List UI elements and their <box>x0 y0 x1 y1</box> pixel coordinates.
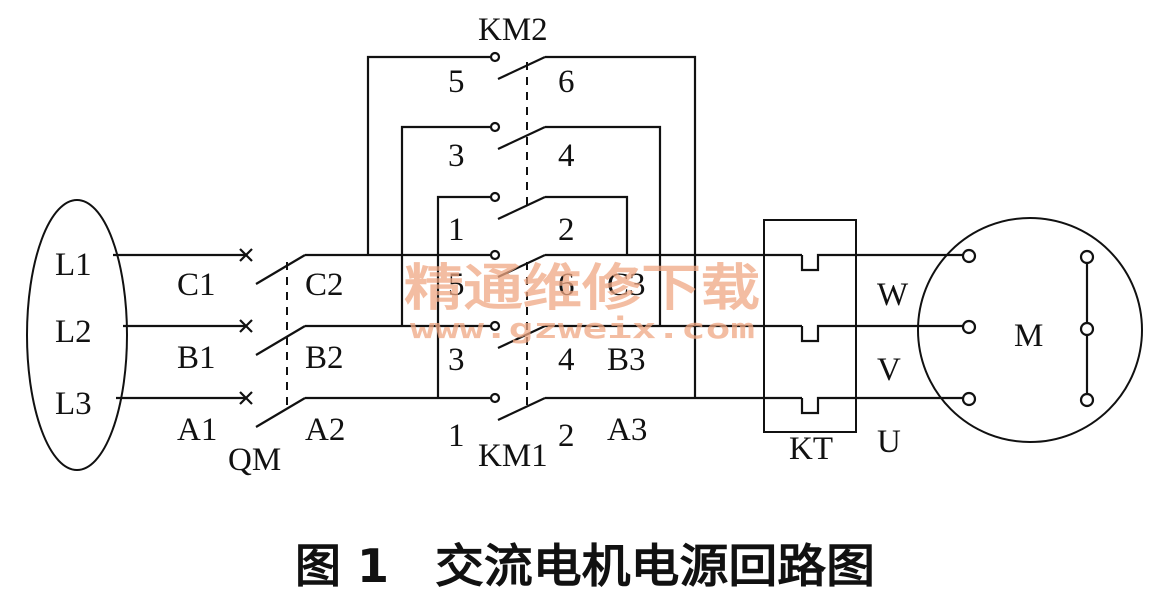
breaker-terminal-a1: A1 <box>177 412 217 448</box>
km2-contact-1: 1 <box>448 212 465 248</box>
km1-contact-6: 6 <box>558 267 575 303</box>
contactor-km2-symbol <box>489 51 546 220</box>
power-source <box>26 199 128 471</box>
relay-to-motor-wires <box>856 253 963 400</box>
thermal-relay-name: KT <box>789 431 833 467</box>
source-label-l1: L1 <box>55 247 92 283</box>
motor-terminal-w: W <box>877 277 909 313</box>
breaker-x-mark <box>239 248 253 405</box>
breaker-to-km1-wires <box>305 253 490 400</box>
figure-number: 图 1 <box>295 539 389 593</box>
breaker-terminal-c1: C1 <box>177 267 216 303</box>
km1-contact-3: 3 <box>448 342 465 378</box>
km1-to-relay-wires <box>545 253 802 400</box>
km2-contact-6: 6 <box>558 64 575 100</box>
breaker-terminal-c2: C2 <box>305 267 344 303</box>
km1-contact-1: 1 <box>448 418 465 454</box>
breaker-qm-symbol <box>239 248 306 428</box>
km2-contact-5: 5 <box>448 64 465 100</box>
km2-name: KM2 <box>478 12 548 48</box>
km1-output-b3: B3 <box>607 342 646 378</box>
breaker-terminal-b2: B2 <box>305 340 344 376</box>
contactor-km1-symbol <box>489 249 546 421</box>
motor-name: M <box>1014 318 1043 354</box>
breaker-terminal-a2: A2 <box>305 412 345 448</box>
source-label-l2: L2 <box>55 314 92 350</box>
motor-symbol <box>917 217 1143 443</box>
km1-contact-2: 2 <box>558 418 575 454</box>
km2-contact-4: 4 <box>558 138 575 174</box>
km1-contact-4: 4 <box>558 342 575 378</box>
motor-terminal-v: V <box>877 352 901 388</box>
motor-terminal-u: U <box>877 424 901 460</box>
watermark-text: 精通维修下载 <box>404 259 760 317</box>
breaker-terminal-b1: B1 <box>177 340 216 376</box>
km1-contact-5: 5 <box>448 267 465 303</box>
km1-output-c3: C3 <box>607 267 646 303</box>
km1-output-a3: A3 <box>607 412 647 448</box>
km2-contact-2: 2 <box>558 212 575 248</box>
source-label-l3: L3 <box>55 386 92 422</box>
breaker-name: QM <box>228 442 281 478</box>
watermark-url: www.gzweix.com <box>410 312 755 345</box>
km2-contact-3: 3 <box>448 138 465 174</box>
km2-wiring <box>366 55 697 398</box>
source-wires <box>113 253 245 400</box>
figure-title: 交流电机电源回路图 <box>435 539 875 593</box>
km1-name: KM1 <box>478 438 548 474</box>
